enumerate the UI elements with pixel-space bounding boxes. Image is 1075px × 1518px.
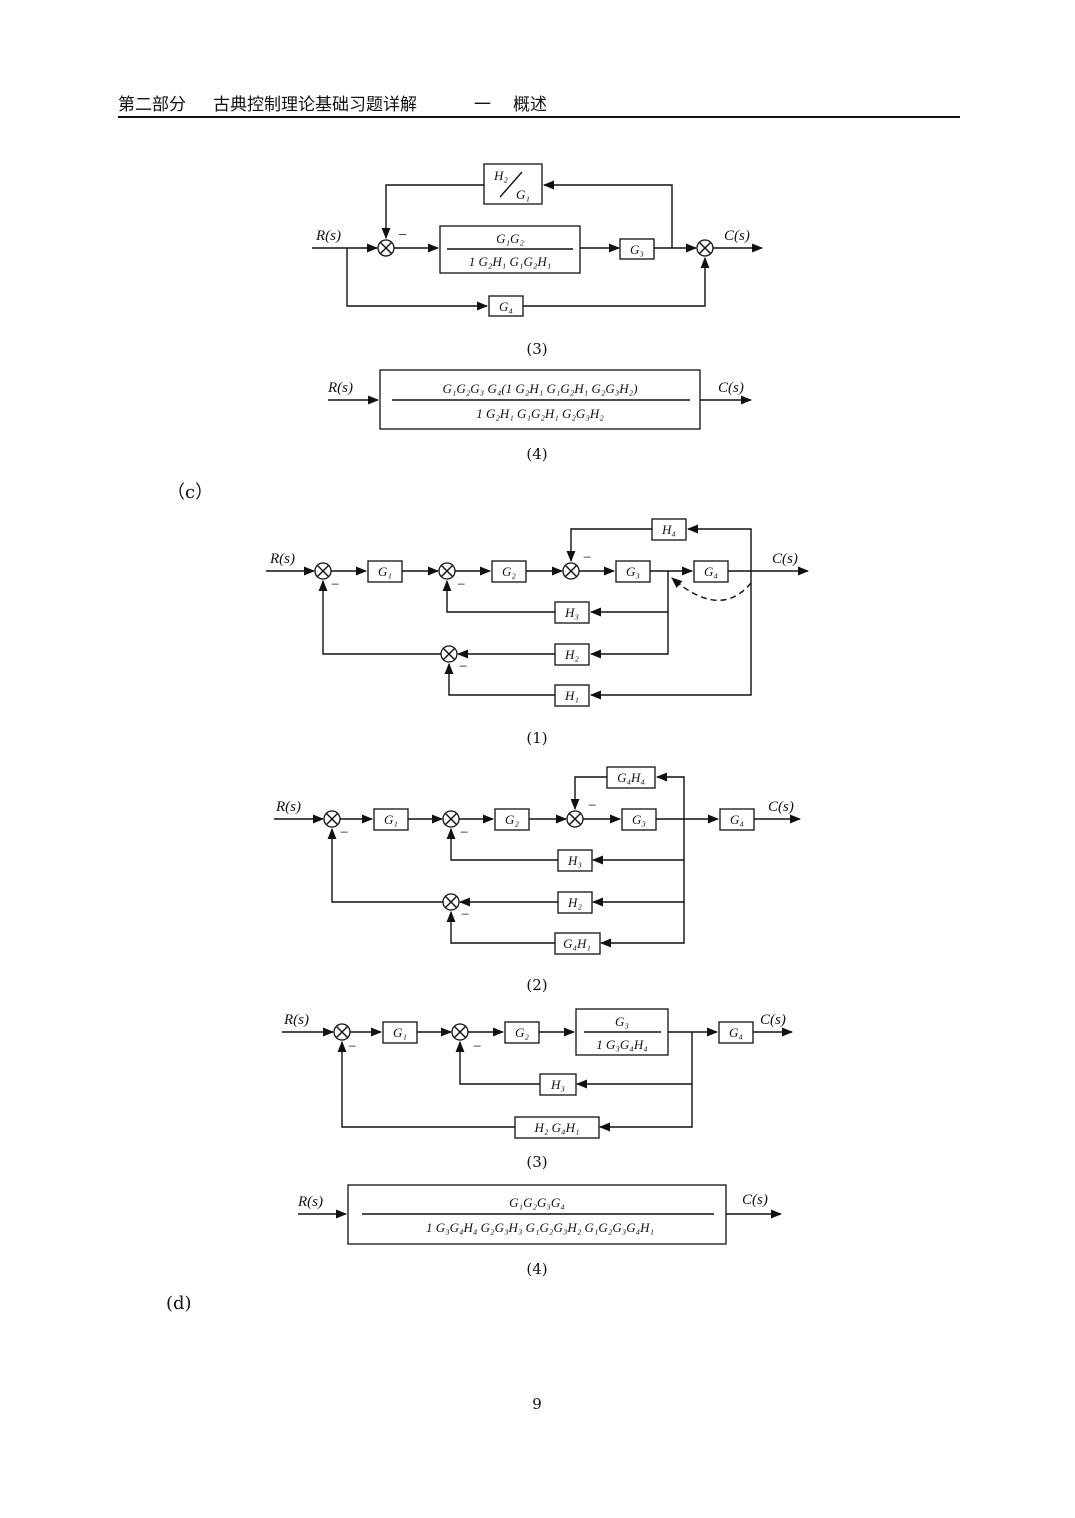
caption-c2: (2) [526,976,548,994]
svg-text:G₃: G₃ [615,1014,629,1029]
block-h2-over-g1 [483,163,543,205]
section-d-label: (d) [166,1293,192,1314]
svg-text:H₃: H₃ [567,853,582,868]
svg-text:H₁: H₁ [564,688,579,703]
svg-text:−: − [473,1039,481,1055]
svg-text:G₁G₂G₃G₄: G₁G₂G₃G₄ [509,1195,565,1210]
block-b4-num: G₁G₂G₃ G₄(1 G₂H₁ G₁G₂H₁ G₂G₃H₂) [442,381,637,396]
svg-text:G₄H₄: G₄H₄ [617,770,645,785]
header-part: 第二部分 [118,95,186,115]
svg-text:−: − [588,798,596,814]
svg-text:−: − [459,659,467,675]
svg-text:G₂: G₂ [515,1025,529,1040]
output-label: C(s) [718,380,744,396]
caption-b4: (4) [526,445,548,463]
block-h2g1-num: H₂ [493,168,508,183]
svg-text:G₂: G₂ [505,812,519,827]
output-label: C(s) [772,551,798,567]
caption-c1: (1) [526,729,548,747]
caption-c4: (4) [526,1260,548,1278]
svg-text:G₄: G₄ [730,812,744,827]
input-label: R(s) [283,1012,309,1028]
input-label: R(s) [275,799,301,815]
input-label: R(s) [269,551,295,567]
block-g1g2-num: G₁G₂ [496,231,524,246]
header-chapter: 概述 [513,95,547,115]
svg-text:−: − [583,550,591,566]
svg-text:H₂ G₄H₁: H₂ G₄H₁ [534,1120,580,1135]
block-g1g2-den: 1 G₂H₁ G₁G₂H₁ [469,254,552,269]
svg-text:H₃: H₃ [550,1077,565,1092]
move-pickoff-arrow [671,577,752,602]
page-header: 第二部分 古典控制理论基础习题详解 一 概述 [118,88,960,118]
block-b4-den: 1 G₂H₁ G₁G₂H₁ G₂G₃H₂ [476,406,604,421]
svg-text:G₁: G₁ [384,812,398,827]
diagram-b4: R(s) G₁G₂G₃ G₄(1 G₂H₁ G₁G₂H₁ G₂G₃H₂) 1 G… [327,369,753,430]
output-label: C(s) [724,228,750,244]
svg-text:H₃: H₃ [564,605,579,620]
input-label: R(s) [315,228,341,244]
minus-sign: − [331,577,339,593]
diagram-c2: R(s) − G₁ − G₂ − G₃ G₄ C(s) G₄H₄ H₃ [274,766,802,955]
svg-text:1 G₃G₄H₄ G₂G₃H₃ G₁G₂G₃H₂ G: 1 G₃G₄H₄ G₂G₃H₃ G₁G₂G₃H₂ G₁G₂G₃G₄H₁ [426,1220,654,1235]
svg-text:G₄: G₄ [704,564,718,579]
svg-text:G₃: G₃ [632,812,646,827]
svg-text:−: − [340,825,348,841]
block-g3-label: G₃ [630,242,644,257]
output-label: C(s) [760,1012,786,1028]
block-g4-label: G₄ [499,299,513,314]
svg-text:−: − [457,577,465,593]
diagram-c1: R(s) − G₁ − G₂ − G₃ G₄ C(s) H₄ H₃ [266,518,810,707]
svg-text:1 G₃G₄H₄: 1 G₃G₄H₄ [596,1037,648,1052]
svg-text:−: − [461,907,469,923]
diagram-c3: R(s) − G₁ − G₂ G₃ 1 G₃G₄H₄ G₄ C(s) H₃ H₂… [282,1008,794,1139]
output-label: C(s) [768,799,794,815]
svg-text:G₁: G₁ [378,564,392,579]
header-chapter-num: 一 [474,95,491,115]
summing-junction [696,239,714,257]
svg-text:G₄: G₄ [729,1025,743,1040]
svg-text:G₄H₁: G₄H₁ [563,936,591,951]
section-c-label: （c） [167,482,214,503]
svg-text:G₁: G₁ [393,1025,407,1040]
diagram-c4: R(s) G₁G₂G₃G₄ 1 G₃G₄H₄ G₂G₃H₃ G₁G₂G₃H₂ G… [297,1184,783,1245]
header-title: 古典控制理论基础习题详解 [213,95,417,115]
svg-text:−: − [348,1039,356,1055]
page-number: 9 [532,1395,542,1413]
input-label: R(s) [297,1194,323,1210]
caption-b3: (3) [526,340,548,358]
svg-text:−: − [460,825,468,841]
diagram-b3: R(s) − G₁G₂ 1 G₂H₁ G₁G₂H₁ G₃ C(s) H₂ G₁ … [312,163,764,317]
minus-sign: − [398,227,407,244]
caption-c3: (3) [526,1153,548,1171]
svg-text:H₂: H₂ [567,895,582,910]
block-h2g1-den: G₁ [516,187,530,202]
output-label: C(s) [742,1192,768,1208]
block-g3 [619,238,655,260]
svg-text:H₄: H₄ [661,522,676,537]
summing-junction [377,239,395,257]
svg-text:G₂: G₂ [502,564,516,579]
svg-text:G₃: G₃ [626,564,640,579]
svg-text:H₂: H₂ [564,647,579,662]
input-label: R(s) [327,380,353,396]
